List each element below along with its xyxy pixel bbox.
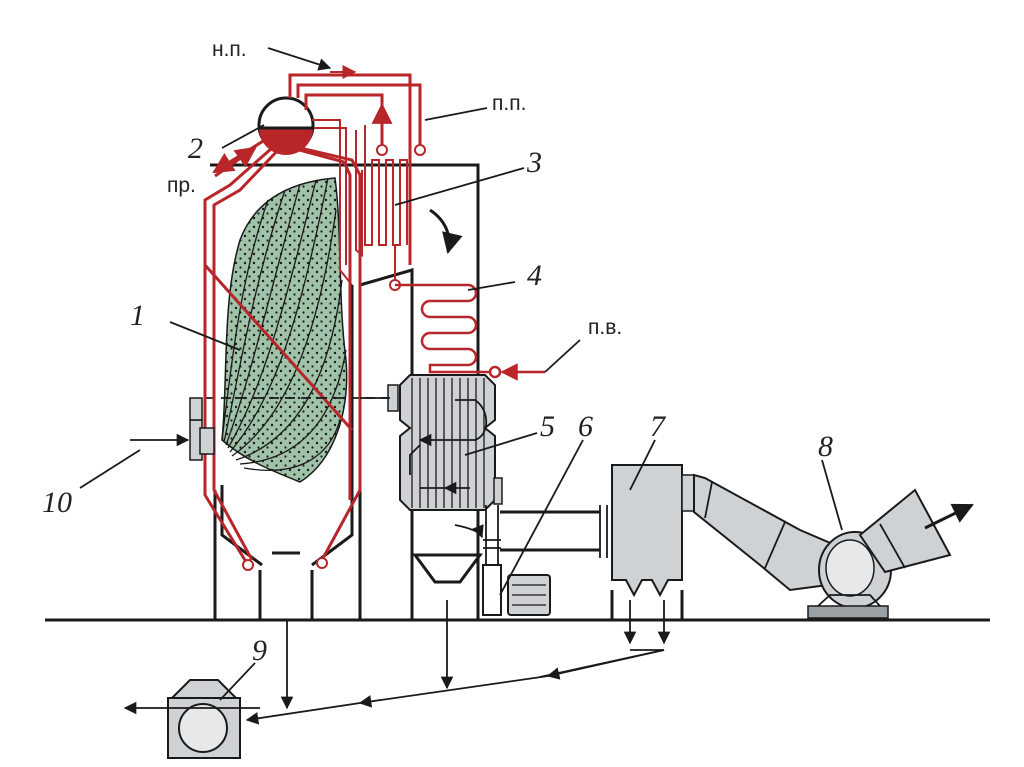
label-10: 10 [42,486,72,519]
smoke-exhauster [693,473,974,619]
label-2: 2 [188,132,203,165]
gas-flow-arrow [429,208,463,255]
burner [130,397,215,461]
water-wall-tubes [203,146,362,571]
leader-lines [79,47,843,701]
steam-piping [288,65,426,286]
label-3: 3 [526,146,542,179]
drain-arrow [212,136,269,174]
label-pr: пр. [167,174,196,197]
ash-pump [123,679,260,759]
label-4: 4 [527,259,542,292]
steam-drum [257,96,315,155]
label-5: 5 [540,410,555,443]
furnace [203,163,480,620]
ash-collector [610,464,695,620]
label-pp: п.п. [492,92,526,115]
label-7: 7 [650,410,667,443]
flue-duct [500,505,608,558]
ash-hopper [412,524,484,584]
economizer [395,283,545,381]
label-np: н.п. [212,38,247,61]
label-pv: п.в. [588,316,622,339]
air-heater [387,374,503,511]
label-8: 8 [818,430,833,463]
ash-removal-lines [245,600,671,725]
label-1: 1 [130,299,145,332]
air-fan [482,505,551,616]
label-6: 6 [578,410,593,443]
label-9: 9 [252,634,267,667]
